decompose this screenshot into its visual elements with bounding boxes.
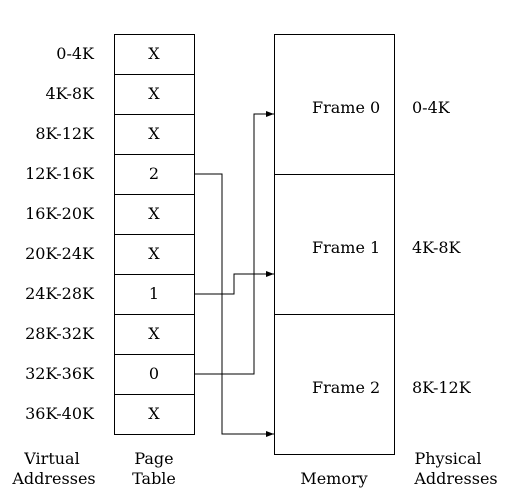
frame-label: Frame 0 [312,98,381,117]
caption-physical: Physical [414,449,482,468]
page-table-entry: 0 [148,364,160,383]
page-table-entry: 1 [148,284,160,303]
virtual-address-label: 24K-28K [25,284,94,303]
virtual-address-label: 16K-20K [25,204,94,223]
page-table-entry: X [148,404,160,423]
page-table-entry: X [148,124,160,143]
physical-address-label: 8K-12K [412,378,471,397]
physical-address-label: 0-4K [412,98,450,117]
page-table-entry: X [148,44,160,63]
caption-addresses: Addresses [12,469,96,488]
memory-box [274,34,395,455]
mapping-arrows [194,111,274,437]
mapping-arrow [194,173,274,437]
page-table-entry: X [148,84,160,103]
virtual-address-label: 28K-32K [25,324,94,343]
caption-physical-addresses: Addresses [414,469,498,488]
physical-address-label: 4K-8K [412,238,461,257]
frame-label: Frame 1 [312,238,381,257]
virtual-address-label: 0-4K [56,44,94,63]
virtual-address-label: 32K-36K [25,364,94,383]
caption-page: Page [134,449,174,468]
page-table-entry: X [148,324,160,343]
virtual-address-label: 8K-12K [35,124,94,143]
virtual-address-label: 12K-16K [25,164,94,183]
page-table-row [114,394,195,435]
virtual-address-label: 4K-8K [45,84,94,103]
caption-table: Table [132,469,176,488]
virtual-address-label: 36K-40K [25,404,94,423]
memory-frame [274,314,395,455]
virtual-address-label: 20K-24K [25,244,94,263]
caption-memory: Memory [300,469,368,488]
mapping-arrow [194,271,274,295]
mapping-arrow [194,111,274,375]
frame-label: Frame 2 [312,378,381,397]
caption-virtual: Virtual [24,449,80,468]
page-table-entry: X [148,204,160,223]
page-table-entry: X [148,244,160,263]
page-table-entry: 2 [148,164,160,183]
